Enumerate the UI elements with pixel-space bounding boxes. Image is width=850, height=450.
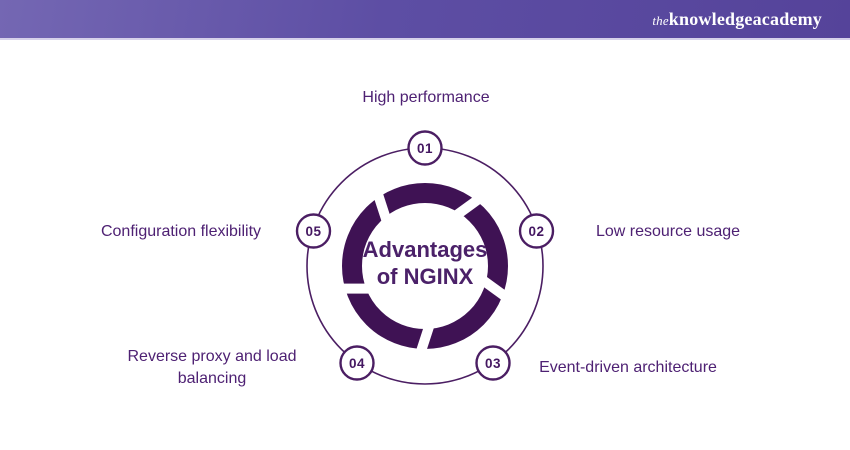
label-event-driven: Event-driven architecture	[539, 359, 717, 376]
diagram-title: Advantages of NGINX	[363, 236, 488, 290]
diagram-title-line1: Advantages	[362, 237, 488, 262]
label-low-resource-usage: Low resource usage	[595, 223, 741, 240]
badge-02: 02	[518, 213, 555, 249]
badge-number: 04	[349, 356, 365, 371]
logo-word-knowledge: knowledge	[668, 8, 753, 29]
logo-word-academy: academy	[752, 8, 822, 29]
ring-gap	[478, 275, 511, 303]
badge-number: 01	[417, 141, 433, 156]
ring-gap	[372, 190, 392, 224]
badge-04: 04	[339, 345, 375, 381]
badge-circle	[518, 213, 555, 249]
ring-gap	[452, 193, 484, 221]
badge-number: 05	[305, 224, 321, 239]
badge-circle	[339, 345, 375, 381]
logo-prefix: the	[652, 12, 669, 28]
label-reverse-proxy: Reverse proxy and load balancing	[127, 348, 297, 387]
badge-01: 01	[407, 130, 443, 166]
label-config-flexibility: Configuration flexibility	[100, 223, 262, 240]
badge-circle	[295, 213, 332, 249]
label-high-performance: High performance	[362, 89, 490, 106]
badge-circle	[407, 130, 443, 166]
badge-circle	[475, 345, 511, 381]
ring-segment-gaps	[339, 190, 511, 356]
badge-number: 03	[485, 356, 501, 371]
badge-05: 05	[295, 213, 332, 249]
header-bar: theknowledgeacademy	[0, 0, 850, 40]
badge-03: 03	[475, 345, 511, 381]
diagram-title-line2: of NGINX	[376, 264, 474, 289]
ring-gap	[339, 283, 372, 294]
ring-gap	[415, 322, 435, 356]
knowledge-academy-logo: theknowledgeacademy	[652, 9, 822, 30]
badge-number: 02	[528, 224, 544, 239]
